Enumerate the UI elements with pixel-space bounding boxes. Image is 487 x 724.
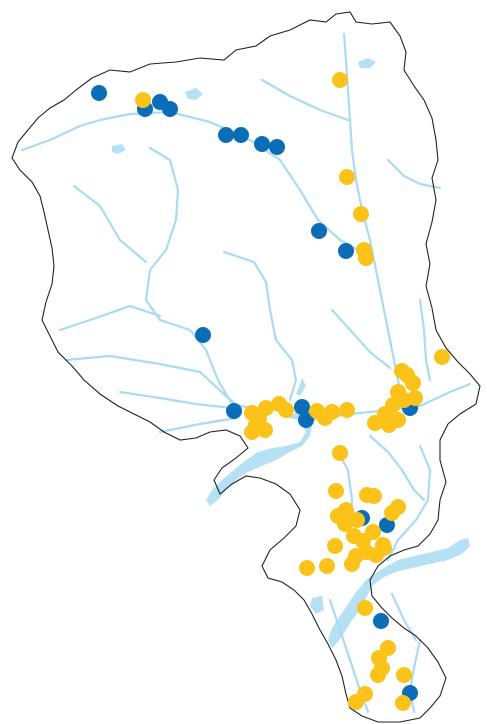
markers-yellow xyxy=(135,72,450,711)
marker-blue-6[interactable] xyxy=(254,136,270,152)
lake-small-3 xyxy=(185,88,203,100)
marker-yellow-9[interactable] xyxy=(405,375,421,391)
marker-yellow-33[interactable] xyxy=(366,488,382,504)
marker-yellow-31[interactable] xyxy=(328,483,344,499)
marker-blue-0[interactable] xyxy=(91,85,107,101)
lake-small-1 xyxy=(296,378,306,396)
marker-yellow-0[interactable] xyxy=(135,92,151,108)
marker-yellow-1[interactable] xyxy=(332,72,348,88)
marker-yellow-5[interactable] xyxy=(358,250,374,266)
marker-blue-4[interactable] xyxy=(218,127,234,143)
lake-small-4 xyxy=(112,144,126,154)
marker-yellow-49[interactable] xyxy=(319,558,335,574)
marker-yellow-20[interactable] xyxy=(258,400,274,416)
lake-south xyxy=(328,538,470,648)
marker-yellow-39[interactable] xyxy=(337,516,353,532)
marker-yellow-47[interactable] xyxy=(376,540,392,556)
marker-blue-9[interactable] xyxy=(338,243,354,259)
marker-blue-13[interactable] xyxy=(298,412,314,428)
lake-small-2 xyxy=(358,58,376,68)
marker-blue-16[interactable] xyxy=(379,517,395,533)
lakes xyxy=(112,58,470,648)
marker-blue-12[interactable] xyxy=(294,399,310,415)
marker-yellow-60[interactable] xyxy=(395,695,411,711)
marker-blue-11[interactable] xyxy=(226,403,242,419)
marker-yellow-29[interactable] xyxy=(317,410,333,426)
marker-yellow-52[interactable] xyxy=(357,600,373,616)
region-border xyxy=(11,11,481,723)
marker-yellow-28[interactable] xyxy=(339,402,355,418)
marker-yellow-6[interactable] xyxy=(434,349,450,365)
marker-yellow-3[interactable] xyxy=(353,206,369,222)
marker-yellow-16[interactable] xyxy=(367,415,383,431)
marker-yellow-50[interactable] xyxy=(344,556,360,572)
marker-yellow-22[interactable] xyxy=(278,402,294,418)
marker-blue-5[interactable] xyxy=(233,127,249,143)
marker-blue-3[interactable] xyxy=(162,101,178,117)
lake-main xyxy=(206,412,312,506)
marker-yellow-48[interactable] xyxy=(327,538,343,554)
marker-blue-10[interactable] xyxy=(195,327,211,343)
marker-yellow-17[interactable] xyxy=(381,417,397,433)
marker-yellow-51[interactable] xyxy=(299,560,315,576)
marker-yellow-42[interactable] xyxy=(346,528,362,544)
marker-yellow-30[interactable] xyxy=(332,445,348,461)
marker-yellow-57[interactable] xyxy=(370,667,386,683)
marker-yellow-56[interactable] xyxy=(396,667,412,683)
marker-yellow-25[interactable] xyxy=(257,422,273,438)
marker-yellow-12[interactable] xyxy=(407,390,423,406)
marker-yellow-59[interactable] xyxy=(348,694,364,710)
marker-blue-17[interactable] xyxy=(373,613,389,629)
marker-yellow-24[interactable] xyxy=(244,424,260,440)
marker-yellow-38[interactable] xyxy=(384,505,400,521)
marker-blue-8[interactable] xyxy=(311,223,327,239)
lake-small-5 xyxy=(310,596,324,614)
marker-yellow-2[interactable] xyxy=(339,169,355,185)
marker-blue-7[interactable] xyxy=(269,139,285,155)
